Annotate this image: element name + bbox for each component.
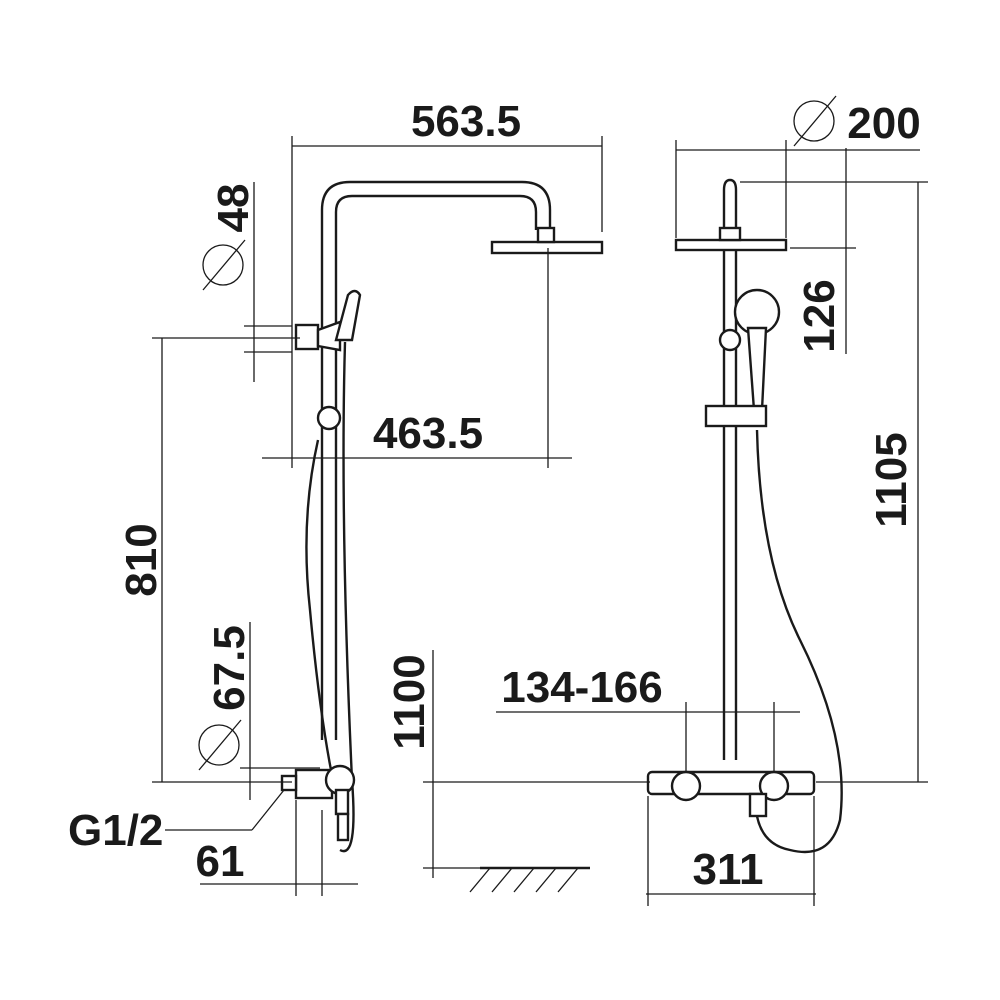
dim-head-diameter: 200 — [847, 99, 920, 148]
dim-centres: 134-166 — [501, 663, 662, 712]
shower-head-front — [674, 238, 788, 252]
dim-mixer-width: 311 — [693, 845, 764, 894]
hose-connector — [336, 812, 350, 842]
dim-head-drop: 126 — [795, 279, 844, 352]
diameter-icon — [198, 719, 242, 771]
shower-head-joint — [536, 226, 556, 244]
holder-slider — [316, 320, 342, 352]
shower-hose-side — [339, 341, 355, 853]
dim-mount-height: 1100 — [385, 654, 434, 749]
overhead-arm — [320, 180, 552, 740]
mixer-inlet — [280, 774, 298, 792]
shower-hose-front — [754, 429, 843, 854]
diameter-icon — [202, 239, 246, 291]
shower-hose-side-inner — [305, 439, 337, 791]
hand-shower-side — [334, 289, 362, 342]
mixer-outlet — [334, 788, 350, 816]
dim-arm-projection: 463.5 — [373, 409, 483, 458]
dim-arm-length: 563.5 — [411, 97, 521, 146]
temperature-knob — [670, 770, 702, 802]
overhead-arm-inner — [334, 194, 538, 740]
front-riser-outer — [722, 178, 738, 760]
mixer-outlet-front — [748, 792, 768, 818]
front-holder — [704, 404, 768, 428]
rail-ball-joint — [316, 405, 342, 431]
front-view — [646, 178, 843, 854]
dim-rail-diameter: 48 — [209, 184, 258, 233]
dim-mixer-diameter: 67.5 — [205, 625, 254, 711]
side-view — [280, 180, 604, 853]
dim-rail-length: 810 — [117, 523, 166, 596]
shower-head-side — [490, 240, 604, 255]
front-ball-joint — [718, 328, 742, 352]
diameter-icon — [793, 95, 837, 147]
floor-line — [469, 866, 590, 893]
dimension-lines — [152, 136, 928, 906]
dim-total-height: 1105 — [867, 432, 916, 527]
dim-connection-thread: G1/2 — [68, 806, 163, 855]
shower-head-front-joint — [718, 226, 742, 242]
dim-wall-offset: 61 — [196, 837, 245, 886]
hand-shower-handle — [746, 326, 768, 412]
holder-bracket — [294, 323, 320, 351]
